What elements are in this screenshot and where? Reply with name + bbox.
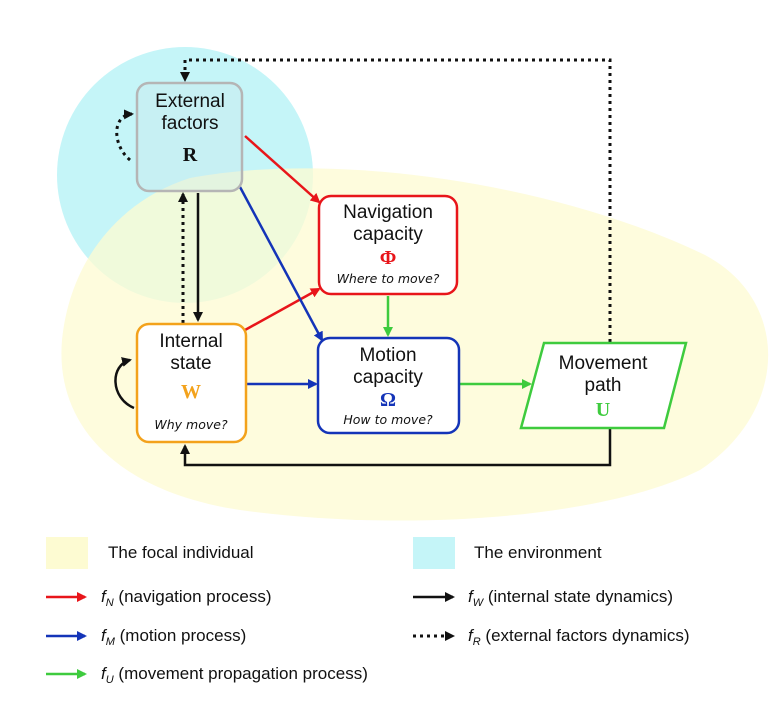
- navigation-capacity-node: Navigation capacity Φ Where to move?: [317, 194, 459, 296]
- external-dynamics-arrow-top: [180, 58, 612, 342]
- motion-capacity-label-line2: capacity: [353, 367, 423, 388]
- legend-propagation-label: fU (movement propagation process): [101, 664, 368, 686]
- external-factors-label-line1: External: [155, 91, 225, 112]
- external-factors-label-line2: factors: [161, 113, 218, 134]
- legend-environment-swatch: [413, 537, 455, 569]
- legend-external-label: fR (external factors dynamics): [468, 626, 689, 648]
- navigation-capacity-label-line1: Navigation: [343, 202, 433, 223]
- internal-state-label-line1: Internal: [159, 331, 222, 352]
- internal-state-label-line2: state: [170, 353, 211, 374]
- legend: The focal individual The environment fN …: [46, 537, 689, 686]
- internal-self-loop-arrow: [114, 357, 135, 410]
- motion-capacity-node: Motion capacity Ω How to move?: [316, 336, 461, 435]
- motion-capacity-label-line1: Motion: [359, 345, 416, 366]
- navigation-capacity-label-line2: capacity: [353, 224, 423, 245]
- internal-to-navigation-arrow: [244, 287, 321, 332]
- legend-focal-label: The focal individual: [108, 543, 254, 562]
- movement-path-label-line2: path: [585, 375, 622, 396]
- legend-environment-label: The environment: [474, 543, 602, 562]
- movement-path-label-line1: Movement: [559, 353, 648, 374]
- movement-path-node: Movement path U: [519, 341, 688, 430]
- navigation-capacity-question: Where to move?: [337, 271, 440, 286]
- external-to-motion-arrow: [238, 186, 324, 342]
- legend-navigation-label: fN (navigation process): [101, 587, 272, 609]
- internal-state-question: Why move?: [154, 417, 228, 432]
- legend-focal-swatch: [46, 537, 88, 569]
- movement-path-symbol: U: [596, 399, 610, 421]
- legend-motion-label: fM (motion process): [101, 626, 246, 648]
- navigation-capacity-symbol: Φ: [380, 247, 397, 269]
- external-factors-symbol: R: [183, 144, 198, 166]
- external-factors-node: External factors R: [135, 81, 244, 193]
- motion-capacity-question: How to move?: [343, 412, 433, 427]
- internal-state-symbol: W: [181, 381, 201, 403]
- legend-internal-label: fW (internal state dynamics): [468, 587, 673, 609]
- internal-state-node: Internal state W Why move?: [135, 322, 248, 444]
- motion-capacity-symbol: Ω: [380, 389, 396, 411]
- external-to-navigation-arrow: [244, 135, 321, 204]
- movement-to-internal-arrow: [180, 428, 612, 467]
